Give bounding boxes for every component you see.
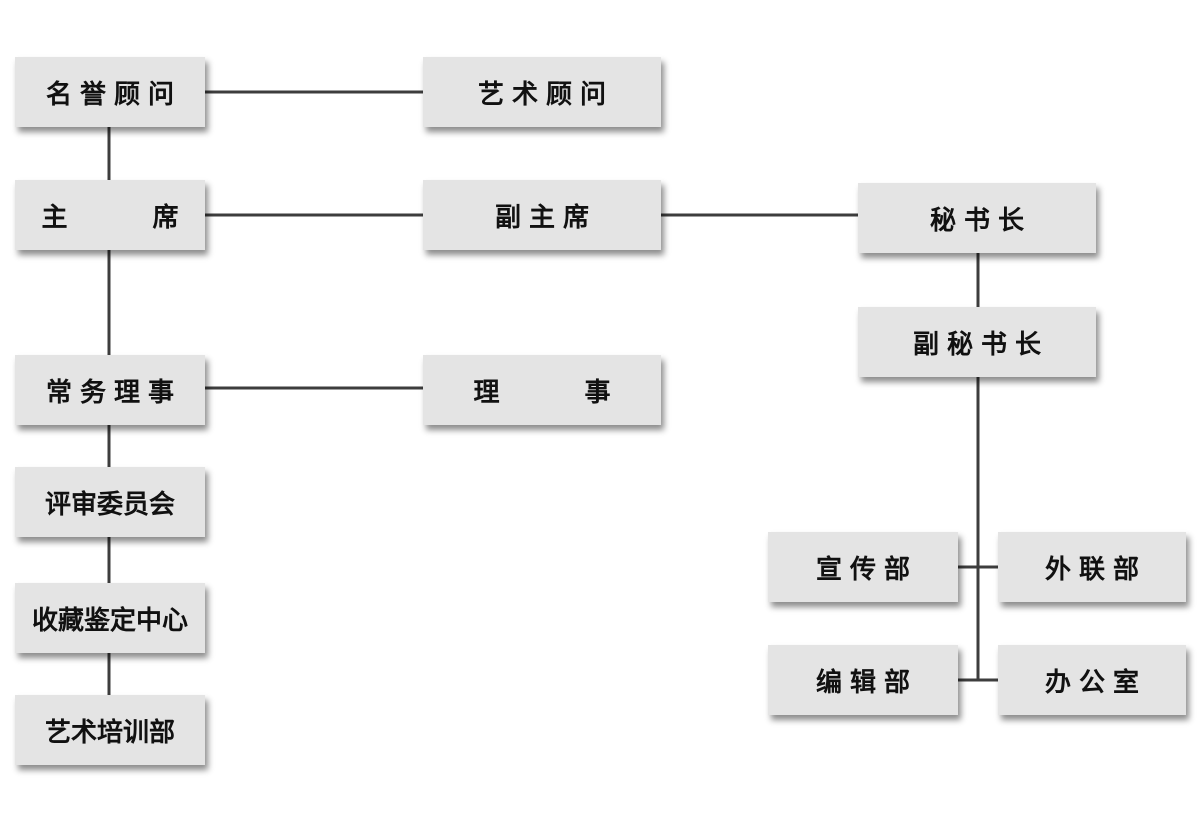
node-review-committee: 评审委员会: [15, 467, 205, 537]
node-label: 艺术顾问: [477, 79, 614, 110]
node-secretary-general: 秘书长: [858, 183, 1096, 253]
node-label: 外联部: [1044, 554, 1147, 585]
node-label: 常务理事: [45, 377, 182, 408]
node-executive-director: 常务理事: [15, 355, 205, 425]
node-editorial-department: 编辑部: [768, 645, 958, 715]
node-honorary-advisor: 名誉顾问: [15, 57, 205, 127]
node-label: 宣传部: [815, 554, 918, 585]
node-chairman: 主 席: [15, 180, 205, 250]
node-deputy-secretary-general: 副秘书长: [858, 307, 1096, 377]
node-vice-chairman: 副主席: [423, 180, 661, 250]
node-label: 秘书长: [929, 205, 1032, 236]
node-art-training-department: 艺术培训部: [15, 695, 205, 765]
node-label: 副秘书长: [912, 329, 1049, 360]
node-label: 主 席: [41, 202, 217, 233]
node-label: 编辑部: [815, 667, 918, 698]
node-art-advisor: 艺术顾问: [423, 57, 661, 127]
node-office: 办公室: [998, 645, 1186, 715]
node-label: 副主席: [494, 202, 597, 233]
node-label: 收藏鉴定中心: [31, 605, 188, 636]
node-label: 理 事: [473, 377, 649, 408]
node-label: 艺术培训部: [44, 717, 175, 748]
node-publicity-department: 宣传部: [768, 532, 958, 602]
node-collection-appraisal-center: 收藏鉴定中心: [15, 583, 205, 653]
node-external-liaison-department: 外联部: [998, 532, 1186, 602]
node-label: 办公室: [1044, 667, 1147, 698]
node-director: 理 事: [423, 355, 661, 425]
node-label: 评审委员会: [44, 489, 175, 520]
node-label: 名誉顾问: [45, 79, 182, 110]
